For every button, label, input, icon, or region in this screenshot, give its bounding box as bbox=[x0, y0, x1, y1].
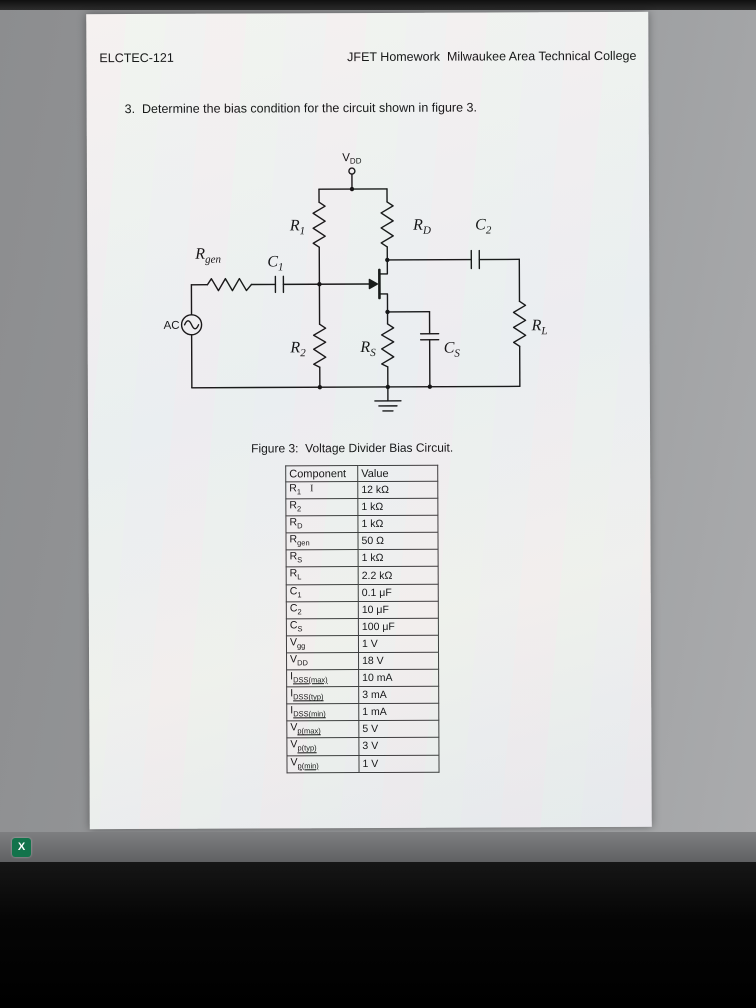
capacitor-c1 bbox=[274, 275, 285, 294]
value-cell: 1 mA bbox=[358, 703, 439, 721]
resistor-rgen bbox=[206, 277, 253, 292]
table-header-component: Component bbox=[285, 465, 358, 482]
table-header-row: Component Value bbox=[285, 465, 438, 482]
component-cell: Vgg bbox=[286, 635, 359, 653]
rgen-label: Rgen bbox=[194, 246, 221, 266]
value-cell: 18 V bbox=[358, 652, 439, 670]
component-cell: IDSS(typ) bbox=[286, 686, 359, 705]
excel-icon[interactable]: X bbox=[12, 837, 31, 857]
capacitor-cs bbox=[419, 332, 440, 341]
ac-label: AC bbox=[164, 320, 180, 332]
ground-symbol bbox=[374, 386, 402, 412]
r2-label: R2 bbox=[289, 339, 306, 359]
document-page: ELCTEC-121 JFET Homework Milwaukee Area … bbox=[86, 11, 652, 830]
screen: ELCTEC-121 JFET Homework Milwaukee Area … bbox=[0, 10, 756, 832]
value-cell: 3 V bbox=[358, 737, 439, 756]
rs-label: RS bbox=[359, 339, 376, 359]
component-cell: C1 bbox=[286, 584, 359, 602]
taskbar: X bbox=[0, 832, 756, 862]
table-row: IDSS(min)1 mA bbox=[286, 703, 439, 722]
junction-dots bbox=[317, 186, 433, 390]
table-row: Vp(max)5 V bbox=[286, 720, 439, 739]
component-cell: RL bbox=[286, 567, 359, 585]
bottom-bezel bbox=[0, 862, 756, 1008]
value-cell: 50 Ω bbox=[357, 532, 439, 550]
value-cell: 1 V bbox=[358, 754, 440, 773]
course-code: ELCTEC-121 bbox=[99, 50, 174, 66]
value-cell: 3 mA bbox=[358, 686, 439, 704]
c1-label: C1 bbox=[267, 253, 283, 273]
cs-label: CS bbox=[444, 340, 461, 360]
rd-label: RD bbox=[412, 217, 431, 237]
rl-label: RL bbox=[531, 317, 548, 337]
ac-source bbox=[180, 314, 203, 336]
component-cell: Vp(min) bbox=[286, 755, 360, 773]
component-cell: IDSS(max) bbox=[286, 669, 359, 687]
circuit-diagram: VDD R1 RD C2 Rgen C1 AC R2 RS CS RL bbox=[164, 152, 548, 412]
ibeam-cursor: I bbox=[310, 483, 314, 495]
resistor-r1 bbox=[312, 201, 326, 248]
table-row: Vp(typ)3 V bbox=[286, 737, 439, 756]
component-cell: C2 bbox=[286, 601, 359, 619]
question-text: 3. Determine the bias condition for the … bbox=[124, 100, 477, 117]
value-cell: 10 mA bbox=[358, 669, 439, 687]
component-cell: Vp(typ) bbox=[286, 737, 359, 756]
value-cell: 1 kΩ bbox=[358, 549, 439, 568]
component-cell: VDD bbox=[286, 652, 359, 670]
figure-caption: Figure 3: Voltage Divider Bias Circuit. bbox=[251, 440, 454, 456]
resistor-r2 bbox=[312, 323, 327, 368]
value-cell: 0.1 μF bbox=[358, 583, 439, 602]
vdd-label: VDD bbox=[342, 152, 362, 166]
value-cell: 2.2 kΩ bbox=[358, 566, 439, 585]
value-cell: 10 μF bbox=[358, 600, 439, 619]
resistor-rl bbox=[512, 300, 527, 348]
component-cell: CS bbox=[286, 618, 359, 636]
doc-title: JFET Homework Milwaukee Area Technical C… bbox=[347, 48, 637, 65]
table-header-value: Value bbox=[357, 465, 438, 482]
table-row: Vp(min)1 V bbox=[286, 754, 440, 773]
excel-icon-glyph: X bbox=[17, 841, 26, 853]
document-header: ELCTEC-121 JFET Homework Milwaukee Area … bbox=[99, 49, 636, 65]
component-cell: RD bbox=[285, 515, 358, 534]
value-cell: 1 V bbox=[358, 635, 439, 653]
r1-label: R1 bbox=[289, 217, 305, 237]
c2-label: C2 bbox=[475, 216, 492, 236]
capacitor-c2 bbox=[470, 249, 481, 270]
component-cell: Rgen bbox=[285, 532, 359, 551]
value-cell: 5 V bbox=[358, 720, 439, 738]
component-cell: IDSS(min) bbox=[286, 703, 359, 722]
resistor-rd bbox=[380, 201, 394, 248]
value-cell: 1 kΩ bbox=[357, 515, 438, 533]
value-cell: 1 kΩ bbox=[357, 498, 438, 516]
component-cell: RS bbox=[286, 549, 359, 568]
component-cell: R2 bbox=[285, 498, 358, 517]
jfet-gate-arrow bbox=[368, 278, 379, 290]
value-cell: 12 kΩ bbox=[357, 481, 438, 499]
component-cell: Vp(max) bbox=[286, 720, 359, 739]
table-row: IDSS(typ)3 mA bbox=[286, 686, 439, 705]
resistor-rs bbox=[380, 323, 395, 368]
vdd-terminal bbox=[348, 167, 356, 175]
value-cell: 100 μF bbox=[358, 617, 439, 636]
table-row: IDSS(max)10 mA bbox=[286, 669, 439, 687]
top-bezel bbox=[0, 0, 756, 10]
